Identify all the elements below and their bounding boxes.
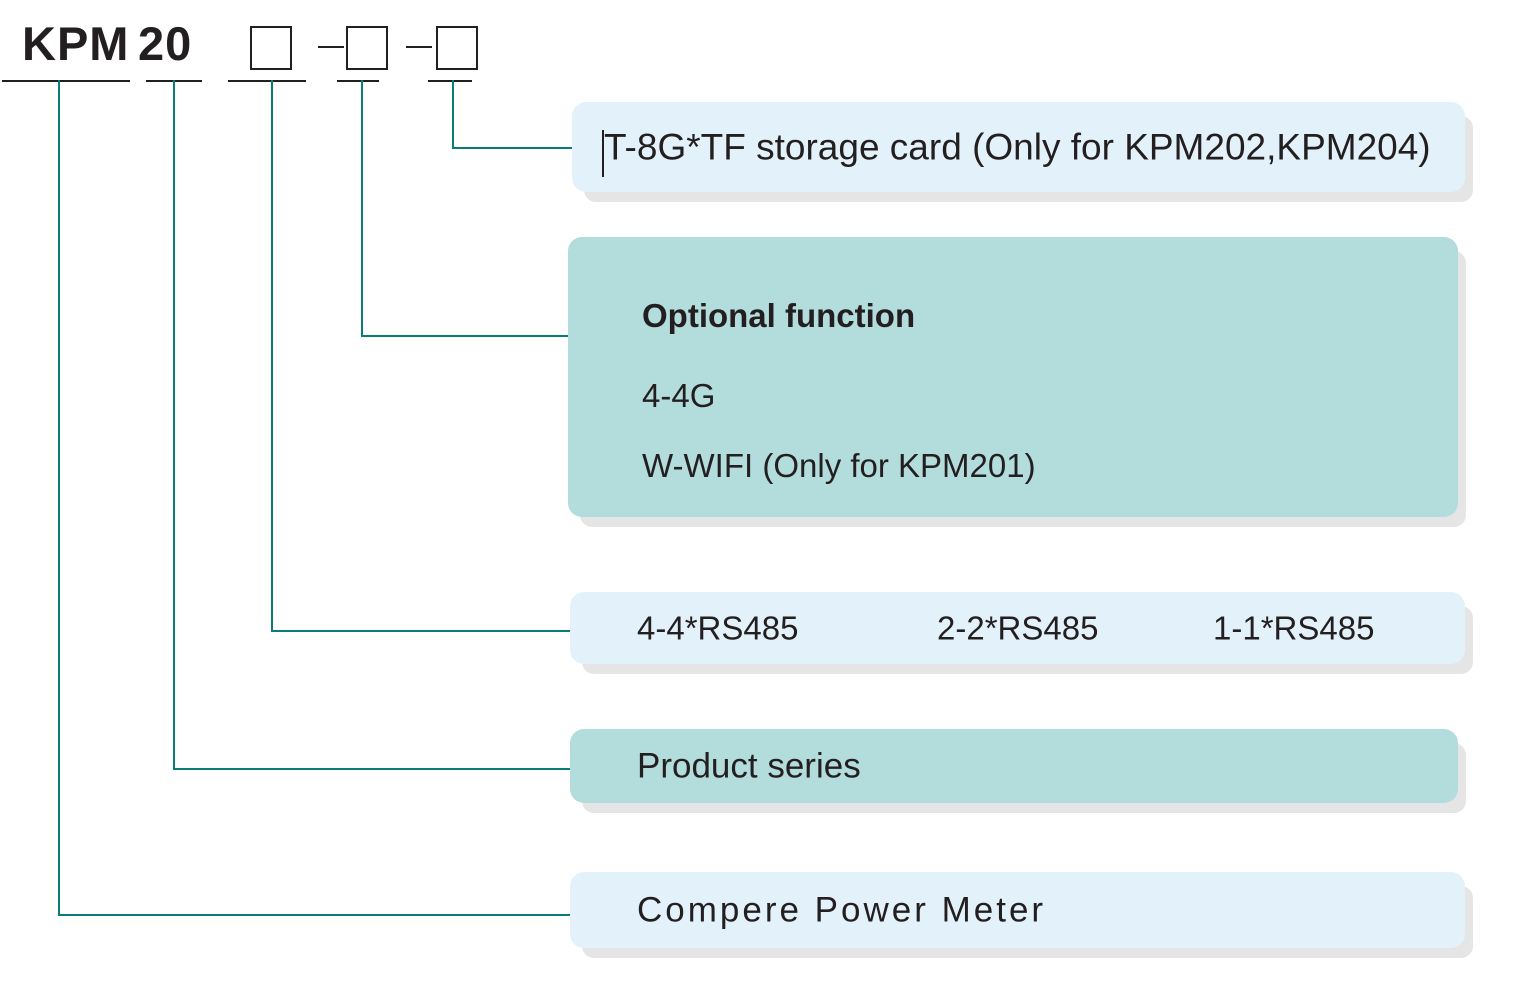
callout-storage-card-text: T-8G*TF storage card (Only for KPM202,KP… — [604, 126, 1431, 168]
code-underline-1 — [2, 80, 130, 82]
rs485-option-2: 2-2*RS485 — [937, 609, 1099, 647]
text-caret — [602, 130, 604, 177]
callout-product-series: Product series — [570, 729, 1458, 803]
connector-v-rs485 — [271, 80, 273, 631]
code-underline-3 — [228, 80, 306, 82]
connector-h-power-meter — [58, 914, 572, 916]
callout-optional-function: Optional function 4-4G W-WIFI (Only for … — [568, 237, 1458, 517]
model-code-separator-2 — [406, 46, 432, 48]
callout-optional-function-heading: Optional function — [642, 297, 916, 334]
connector-h-product-series — [173, 768, 571, 770]
callout-rs485-options: 4-4*RS485 2-2*RS485 1-1*RS485 — [570, 592, 1465, 664]
rs485-option-4: 4-4*RS485 — [637, 609, 799, 647]
code-underline-5 — [428, 80, 472, 82]
connector-v-product-series — [173, 80, 175, 769]
model-code-separator-1 — [318, 46, 344, 48]
model-code-placeholder-1 — [250, 26, 292, 70]
connector-h-storage-card — [452, 147, 572, 149]
code-underline-4 — [337, 80, 379, 82]
connector-h-optional-function — [361, 335, 570, 337]
model-code-placeholder-3 — [436, 26, 478, 70]
model-code-placeholder-2 — [346, 26, 388, 70]
model-code-series-digits: 20 — [138, 17, 193, 70]
callout-optional-function-line-4g: 4-4G — [642, 377, 716, 414]
callout-product-series-text: Product series — [637, 746, 861, 786]
callout-optional-function-line-wifi: W-WIFI (Only for KPM201) — [642, 447, 1036, 484]
connector-v-storage-card — [452, 80, 454, 148]
rs485-option-1: 1-1*RS485 — [1213, 609, 1375, 647]
connector-h-rs485 — [271, 630, 571, 632]
model-code-prefix: KPM — [22, 17, 130, 70]
callout-compere-power-meter: Compere Power Meter — [570, 872, 1465, 948]
callout-compere-power-meter-text: Compere Power Meter — [637, 890, 1047, 930]
connector-v-optional-function — [361, 80, 363, 336]
connector-v-power-meter — [58, 80, 60, 915]
callout-storage-card: T-8G*TF storage card (Only for KPM202,KP… — [572, 102, 1465, 192]
